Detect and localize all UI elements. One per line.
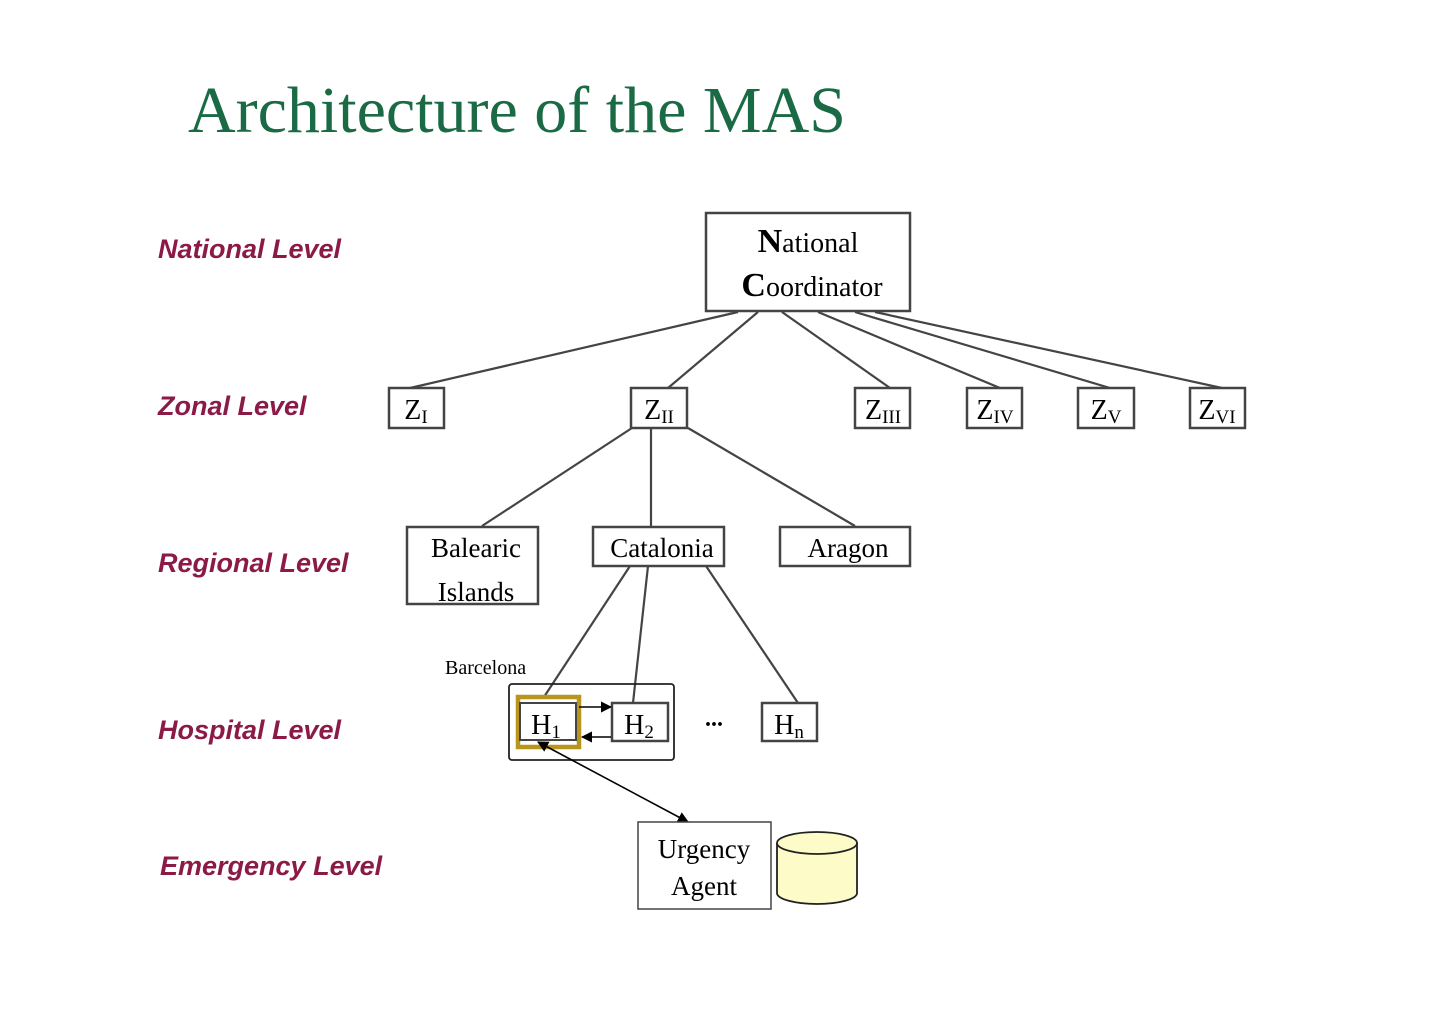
svg-text:H2: H2 — [624, 710, 654, 743]
zone-node-4: ZIV — [965, 386, 1024, 430]
page-title: Architecture of the MAS — [188, 74, 846, 147]
national-coordinator-node: National Coordinator — [704, 211, 912, 313]
zone-node-2: ZII — [629, 386, 689, 430]
zone-node-3: ZIII — [853, 386, 912, 430]
svg-text:H1: H1 — [531, 710, 561, 743]
zone-node-6: ZVI — [1188, 386, 1247, 430]
zonal-level-label: Zonal Level — [158, 391, 307, 421]
emergency-level-label: Emergency Level — [160, 851, 383, 881]
svg-text:ZI: ZI — [404, 395, 427, 428]
svg-text:ZVI: ZVI — [1198, 395, 1235, 428]
regional-level-label: Regional Level — [158, 548, 349, 578]
hospital-ellipsis: ... — [705, 706, 723, 732]
national-level-label: National Level — [158, 234, 342, 264]
hospital-node-h2: H2 — [610, 701, 670, 743]
svg-text:National: National — [758, 223, 859, 260]
svg-text:Coordinator: Coordinator — [741, 267, 883, 304]
hospital-node-hn: Hn — [760, 701, 819, 743]
region-to-hospital-connectors — [539, 565, 799, 704]
h1-urgency-arrow — [537, 741, 689, 823]
svg-text:ZV: ZV — [1091, 395, 1122, 428]
zone-to-region-connectors — [481, 427, 856, 527]
national-to-zone-connectors — [409, 310, 1223, 390]
zone-node-1: ZI — [387, 386, 446, 430]
svg-text:Catalonia: Catalonia — [610, 533, 713, 563]
region-node-balearic: Balearic Islands — [405, 525, 540, 607]
svg-text:Aragon: Aragon — [808, 533, 889, 563]
svg-text:ZIII: ZIII — [865, 395, 901, 428]
hospital-level-label: Hospital Level — [158, 715, 342, 745]
hospital-node-h1: H1 — [515, 694, 582, 750]
svg-text:Balearic: Balearic — [431, 533, 521, 563]
svg-text:ZIV: ZIV — [976, 395, 1013, 428]
coordinator-rest: oordinator — [766, 272, 883, 303]
urgency-agent-node: Urgency Agent — [637, 821, 772, 910]
national-rest: ational — [782, 228, 858, 259]
national-initial: N — [758, 223, 783, 260]
zone-node-5: ZV — [1076, 386, 1136, 430]
svg-text:Urgency: Urgency — [658, 834, 751, 864]
database-cylinder-icon — [776, 831, 858, 905]
region-node-aragon: Aragon — [778, 525, 912, 568]
region-node-catalonia: Catalonia — [591, 525, 726, 568]
coordinator-initial: C — [741, 267, 766, 304]
svg-text:Islands: Islands — [438, 577, 515, 607]
barcelona-label: Barcelona — [445, 657, 526, 679]
svg-text:ZII: ZII — [644, 395, 674, 428]
svg-text:Hn: Hn — [774, 710, 804, 743]
svg-text:Agent: Agent — [671, 871, 737, 901]
